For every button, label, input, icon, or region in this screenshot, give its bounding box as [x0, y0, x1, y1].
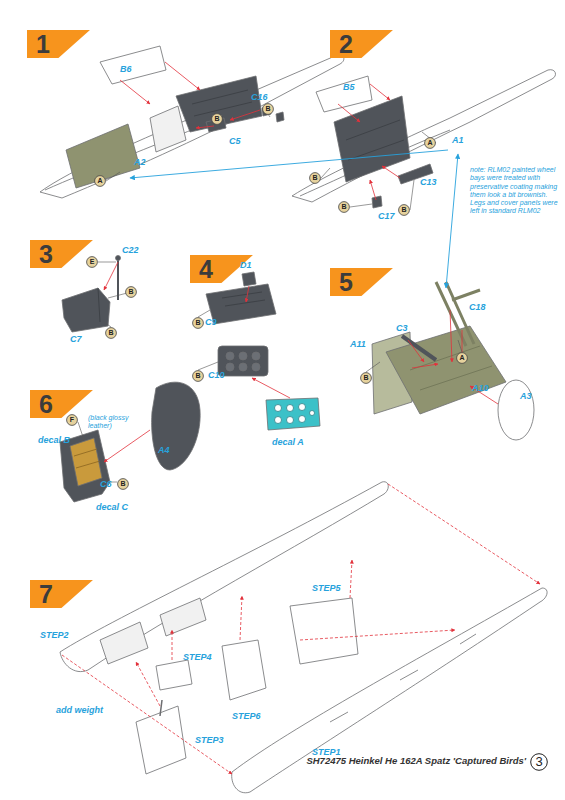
paint-code: B	[192, 370, 204, 382]
paint-code: A	[94, 175, 106, 187]
paint-code: E	[86, 256, 98, 268]
step-number: 7	[30, 580, 93, 608]
part-label: A2	[134, 158, 146, 168]
step-flag: 3	[30, 240, 93, 268]
paint-callout: A	[94, 175, 106, 187]
part-label: C16	[251, 93, 268, 103]
paint-callout: B	[360, 372, 372, 384]
page-number: 3	[530, 753, 548, 771]
page-number-circle: 3	[530, 753, 548, 771]
part-label: C13	[420, 178, 437, 188]
part-label: C18	[469, 303, 486, 313]
part-label: STEP6	[232, 712, 261, 722]
paint-code: B	[125, 286, 137, 298]
part-label: A11	[350, 340, 366, 350]
part-label: A3	[520, 392, 532, 402]
paint-code: B	[262, 103, 274, 115]
part-label: decal C	[96, 503, 128, 513]
step-number: 3	[30, 240, 93, 268]
part-label: A4	[158, 446, 170, 456]
part-label: decal A	[272, 438, 304, 448]
paint-callout: E	[86, 256, 98, 268]
part-label: add weight	[56, 706, 103, 716]
part-label: C9	[205, 318, 217, 328]
part-label: A1	[452, 136, 464, 146]
part-label: STEP4	[183, 653, 212, 663]
paint-callout: B	[338, 201, 350, 213]
paint-code: B	[309, 172, 321, 184]
paint-callout: B	[309, 172, 321, 184]
step-number: 5	[330, 268, 393, 296]
paint-code: B	[211, 113, 223, 125]
paint-code: B	[398, 204, 410, 216]
paint-callout: B	[211, 113, 223, 125]
paint-callout: B	[398, 204, 410, 216]
part-label: C3	[396, 324, 408, 334]
part-label: STEP2	[40, 631, 69, 641]
paint-code: F	[66, 414, 78, 426]
part-label: D1	[240, 261, 252, 271]
paint-code: B	[117, 478, 129, 490]
part-label: B6	[120, 65, 132, 75]
step-number: 2	[330, 30, 393, 58]
paint-callout: B	[105, 327, 117, 339]
part-label: STEP5	[312, 584, 341, 594]
paint-callout: B	[125, 286, 137, 298]
paint-code: B	[105, 327, 117, 339]
caption: SH72475 Heinkel He 162A Spatz 'Captured …	[306, 756, 526, 766]
paint-callout: B	[117, 478, 129, 490]
part-label: C17	[378, 212, 395, 222]
paint-callout: A	[424, 137, 436, 149]
paint-callout: B	[192, 370, 204, 382]
part-label: C6	[100, 480, 112, 490]
paint-callout: A	[456, 352, 468, 364]
part-label: B5	[343, 83, 355, 93]
paint-code: A	[424, 137, 436, 149]
part-label: C7	[70, 335, 82, 345]
part-label: C5	[229, 137, 241, 147]
paint-code: B	[192, 317, 204, 329]
part-label: decal B	[38, 436, 70, 446]
step-flag: 2	[330, 30, 393, 58]
step-flag: 7	[30, 580, 93, 608]
paint-code: A	[456, 352, 468, 364]
paint-code: B	[338, 201, 350, 213]
paint-code: B	[360, 372, 372, 384]
step-number: 1	[27, 30, 90, 58]
part-label: C22	[122, 246, 139, 256]
note-text: (black glossy leather)	[88, 414, 134, 431]
part-label: STEP3	[195, 736, 224, 746]
part-label: C10	[208, 371, 225, 381]
paint-callout: B	[192, 317, 204, 329]
part-label: A10	[472, 384, 489, 394]
step-number: 6	[30, 390, 93, 418]
step-flag: 6	[30, 390, 93, 418]
step-flag: 5	[330, 268, 393, 296]
note-text: note: RLM02 painted wheel bays were trea…	[470, 166, 558, 216]
paint-callout: B	[262, 103, 274, 115]
step-flag: 1	[27, 30, 90, 58]
paint-callout: F	[66, 414, 78, 426]
